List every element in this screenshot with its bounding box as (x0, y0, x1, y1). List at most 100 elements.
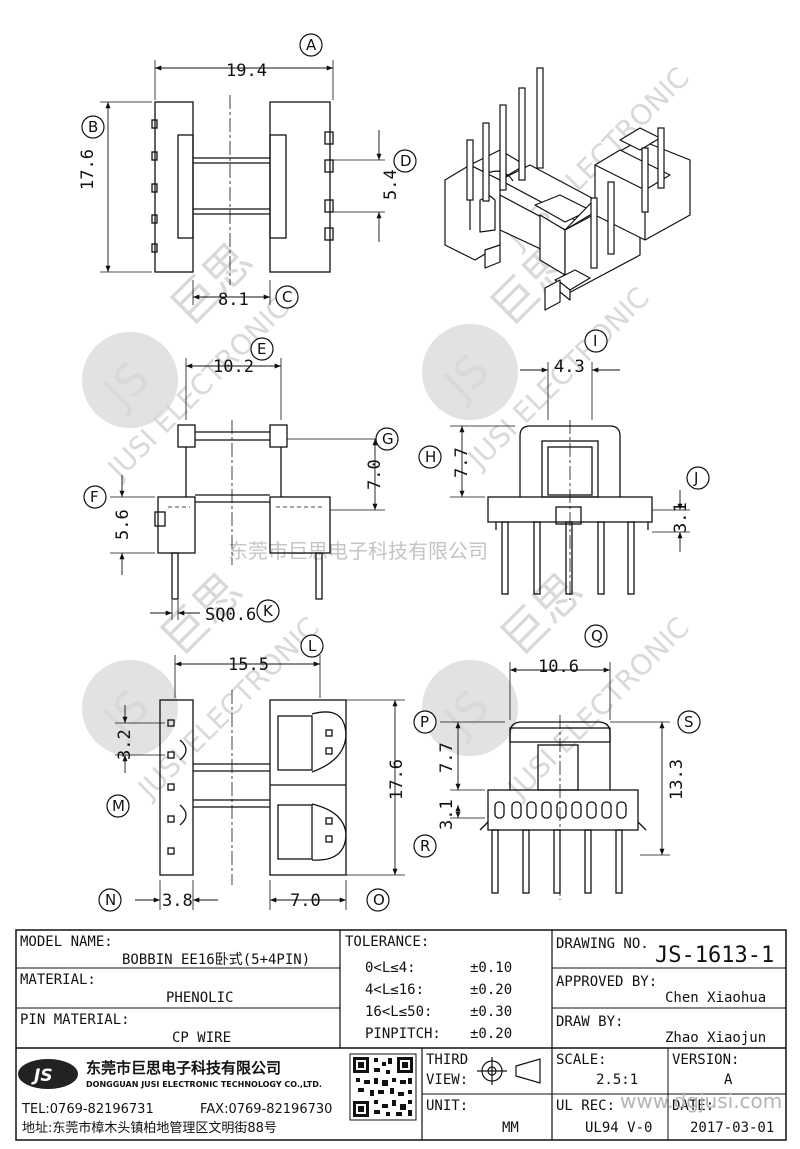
company-address: 地址:东莞市樟木头镇柏地管理区文明街88号 (22, 1120, 277, 1136)
unit-value: MM (502, 1120, 519, 1136)
bubble-s: S (677, 710, 701, 734)
tolerance-value-3: ±0.30 (470, 1004, 512, 1020)
bubble-r: R (413, 834, 437, 858)
top-view (100, 60, 385, 305)
svg-text:L: L (308, 637, 317, 655)
company-block: JS 东莞市巨思电子科技有限公司 DONGGUAN JUSI ELECTRONI… (18, 1053, 417, 1136)
dim-f-text: 5.6 (113, 509, 133, 540)
material-value: PHENOLIC (166, 990, 233, 1006)
dim-r-text: 3.1 (437, 799, 457, 830)
third-view-label-2: VIEW: (426, 1072, 468, 1088)
dim-e-text: 10.2 (213, 357, 254, 377)
title-block (15, 929, 787, 1141)
svg-text:J: J (693, 469, 698, 487)
tolerance-range-2: 4<L≤16: (365, 982, 424, 998)
front-view (110, 358, 385, 620)
tolerance-value-2: ±0.20 (470, 982, 512, 998)
svg-text:F: F (90, 488, 99, 506)
unit-label: UNIT: (426, 1098, 468, 1114)
bubble-e: E (250, 337, 274, 361)
svg-text:G: G (382, 430, 394, 448)
side-view (450, 362, 690, 600)
watermark-logo-1: JS (82, 332, 178, 428)
model-name-label: MODEL NAME: (20, 934, 113, 950)
bubble-a: A (299, 33, 323, 57)
bubble-g: G (375, 427, 399, 451)
dim-p-text: 7.7 (437, 742, 457, 773)
company-tel: TEL:0769-82196731 (21, 1102, 154, 1117)
tolerance-range-3: 16<L≤50: (365, 1004, 432, 1020)
bubble-d: D (393, 149, 417, 173)
bubble-f: F (83, 485, 107, 509)
svg-text:R: R (420, 837, 430, 855)
watermark-logo-2: JS (422, 324, 518, 420)
bubble-k: K (256, 599, 280, 623)
pin-material-label: PIN MATERIAL: (20, 1012, 130, 1028)
bubble-m: M (106, 794, 130, 818)
bubble-o: O (366, 888, 390, 912)
svg-text:I: I (593, 332, 597, 350)
dim-b-text: 17.6 (78, 149, 98, 190)
watermark-company: 东莞市巨思电子科技有限公司 (228, 539, 488, 563)
scale-value: 2.5:1 (596, 1072, 638, 1088)
draw-by-value: Zhao Xiaojun (665, 1030, 766, 1046)
bubble-p: P (413, 710, 437, 734)
dimension-bubbles: A B C D E F G H I J K L M N O P Q R S (81, 33, 710, 912)
isometric-view (444, 127, 691, 311)
dim-n-text: 3.8 (162, 891, 193, 911)
company-fax: FAX:0769-82196730 (200, 1102, 332, 1117)
third-angle-projection-icon (477, 1057, 541, 1085)
watermark-brand-4: 巨思 (490, 563, 593, 666)
dim-a-text: 19.4 (226, 61, 267, 81)
bubble-c: C (275, 285, 299, 309)
dim-q-text: 10.6 (538, 657, 579, 677)
company-name-cn: 东莞市巨思电子科技有限公司 (86, 1059, 281, 1077)
svg-text:P: P (420, 713, 429, 731)
svg-text:H: H (425, 448, 436, 466)
svg-text:K: K (263, 602, 274, 620)
dim-j-text: 3.1 (671, 502, 691, 533)
bubble-i: I (584, 329, 608, 353)
bubble-n: N (98, 888, 122, 912)
bubble-b: B (81, 115, 105, 139)
watermark-logo-4: JS (422, 660, 518, 756)
version-label: VERSION: (672, 1052, 739, 1068)
svg-text:Q: Q (591, 627, 603, 645)
tolerance-range-1: 0<L≤4: (365, 960, 416, 976)
approved-by-value: Chen Xiaohua (665, 990, 766, 1006)
third-view-label-1: THIRD (426, 1052, 468, 1068)
website-watermark: www.dgjusi.com (620, 1089, 782, 1113)
material-label: MATERIAL: (20, 972, 96, 988)
svg-text:O: O (373, 891, 385, 909)
dim-o-text: 7.0 (290, 891, 321, 911)
bubble-l: L (300, 634, 324, 658)
drawing-no-label: DRAWING NO. (556, 936, 649, 952)
drawing-no-value: JS-1613-1 (655, 943, 774, 968)
dim-c-text: 8.1 (218, 290, 249, 310)
svg-text:B: B (88, 118, 98, 136)
date-label: DATE: (672, 1098, 714, 1114)
approved-by-label: APPROVED BY: (556, 974, 657, 990)
company-logo: JS (18, 1059, 78, 1089)
svg-text:A: A (306, 36, 317, 54)
bottom-view (115, 655, 405, 910)
company-name-en: DONGGUAN JUSI ELECTRONIC TECHNOLOGY CO.,… (86, 1080, 322, 1089)
ul-rec-value: UL94 V-0 (585, 1120, 652, 1136)
ul-rec-label: UL REC: (556, 1098, 615, 1114)
dim-d-text: 5.4 (381, 169, 401, 200)
isometric-pins (466, 67, 665, 269)
dim-l-text: 15.5 (228, 655, 269, 675)
svg-text:S: S (684, 713, 694, 731)
qr-code-icon (349, 1053, 417, 1121)
svg-text:JS: JS (31, 1066, 53, 1086)
svg-text:E: E (257, 340, 266, 358)
bubble-j: J (686, 466, 710, 490)
tolerance-range-4: PINPITCH: (365, 1026, 441, 1042)
svg-text:C: C (282, 288, 292, 306)
svg-text:M: M (112, 797, 125, 815)
model-name-value: BOBBIN EE16卧式(5+4PIN) (122, 952, 310, 968)
tolerance-value-4: ±0.20 (470, 1026, 512, 1042)
dim-s-text: 13.3 (667, 759, 687, 800)
side-view-2 (440, 662, 670, 900)
pin-material-value: CP WIRE (172, 1030, 231, 1046)
